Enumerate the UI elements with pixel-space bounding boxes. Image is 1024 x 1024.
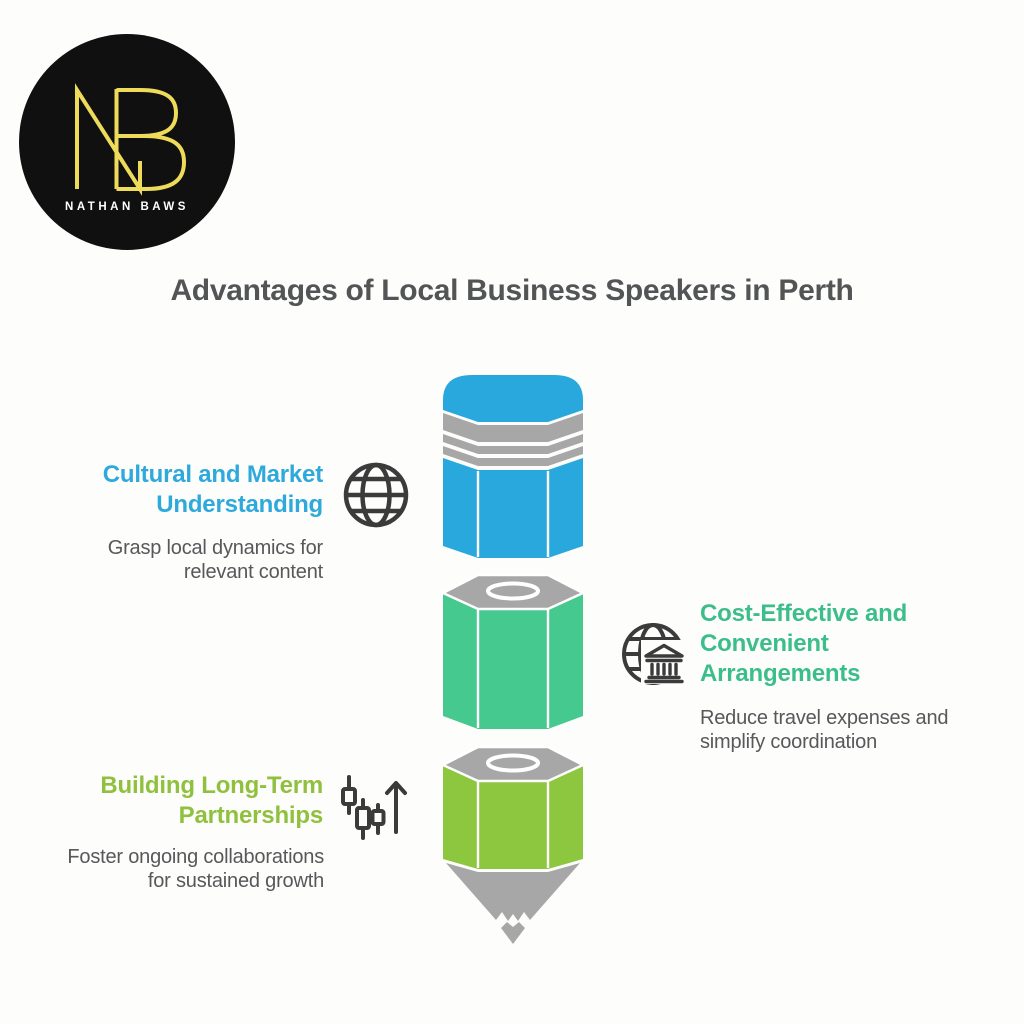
page-title: Advantages of Local Business Speakers in… bbox=[170, 274, 854, 307]
pencil-segment-middle bbox=[441, 573, 585, 729]
globe-icon bbox=[342, 461, 410, 534]
section-body-cultural: Grasp local dynamics for relevant conten… bbox=[107, 537, 323, 583]
globe-bank-icon bbox=[615, 616, 685, 691]
section-heading-cultural: Cultural and Market Understanding bbox=[102, 461, 323, 518]
brand-logo: NATHAN BAWS bbox=[18, 33, 236, 251]
section-heading-partnerships: Building Long-Term Partnerships bbox=[100, 772, 323, 829]
pencil-segment-bottom bbox=[441, 745, 585, 869]
section-body-partnerships: Foster ongoing collaborations for sustai… bbox=[67, 846, 324, 892]
candlestick-chart-icon bbox=[334, 769, 412, 848]
pencil-segment-top bbox=[443, 375, 583, 558]
logo-brand-name: NATHAN BAWS bbox=[65, 201, 189, 213]
pencil-tip bbox=[446, 863, 580, 944]
logo-monogram bbox=[75, 83, 187, 196]
pencil-graphic bbox=[440, 372, 586, 957]
section-body-cost: Reduce travel expenses and simplify coor… bbox=[700, 707, 949, 753]
section-heading-cost: Cost-Effective and Convenient Arrangemen… bbox=[700, 600, 908, 687]
logo-circle bbox=[19, 34, 235, 250]
